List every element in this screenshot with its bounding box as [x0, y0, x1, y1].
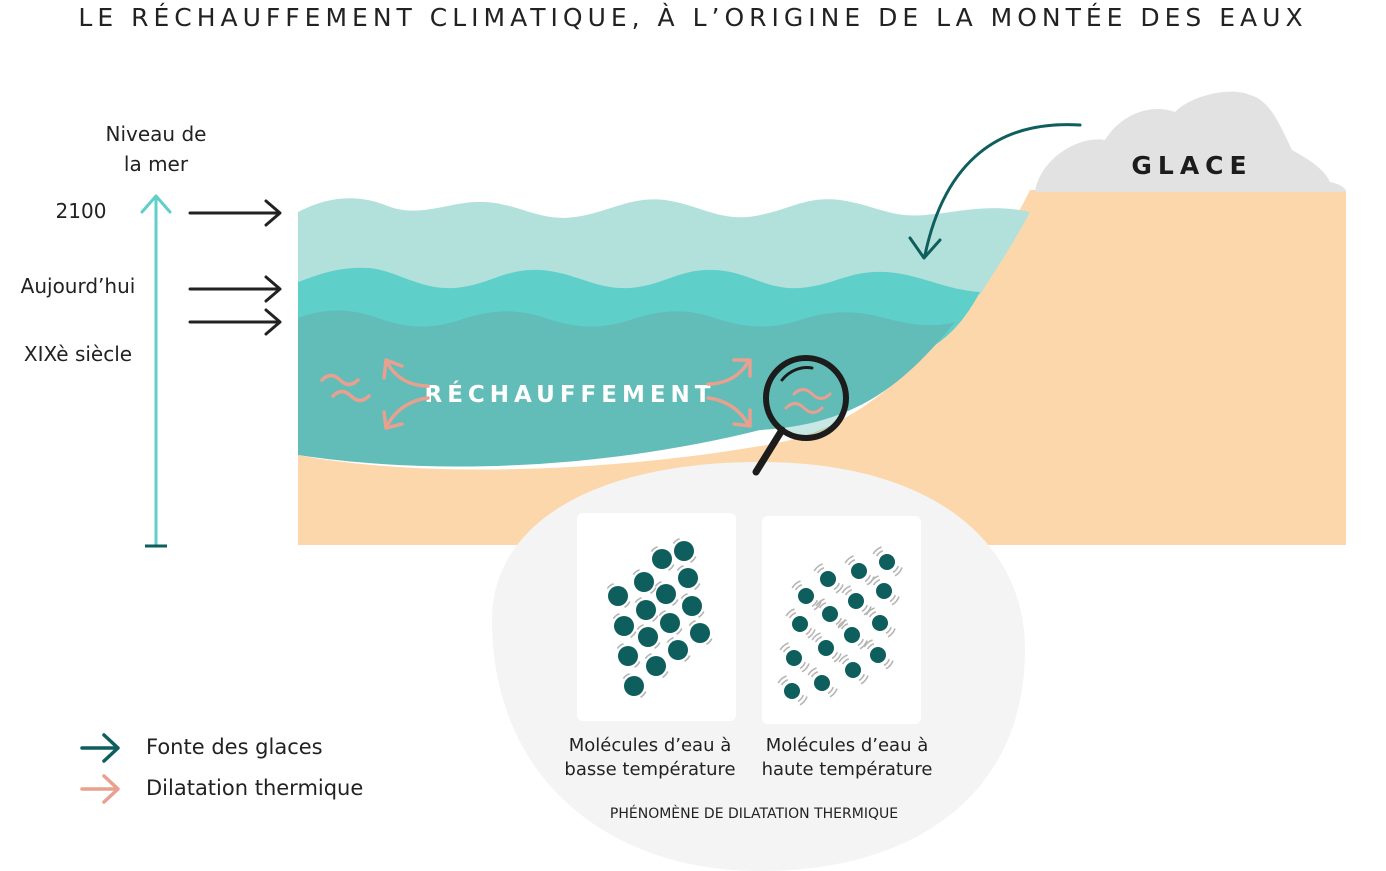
level-2100-label: 2100: [56, 199, 107, 223]
sea-layers: [298, 198, 1030, 467]
salmon-arrow-icon: [706, 396, 752, 428]
wave-symbol-icon: [320, 373, 371, 403]
sea-level-axis: [140, 194, 172, 548]
salmon-arrow-icon: [382, 396, 430, 430]
hot-molecules: [777, 546, 903, 706]
water-molecule: [666, 637, 691, 662]
arrow-right-icon: [188, 199, 282, 227]
axis-label-line1: Niveau de: [106, 122, 207, 146]
water-molecule: [606, 583, 631, 608]
water-molecule: [622, 673, 647, 698]
diagram-title: LE RÉCHAUFFEMENT CLIMATIQUE, À L’ORIGINE…: [78, 3, 1307, 32]
water-molecule: [838, 654, 869, 685]
water-molecule: [654, 581, 679, 606]
thermal-expansion-arrows: [320, 358, 752, 430]
magnifier-icon: [752, 355, 849, 476]
water-molecule: [636, 624, 661, 649]
ice-label: GLACE: [1131, 151, 1252, 180]
water-molecule: [777, 675, 808, 706]
sand-coast: [298, 190, 1346, 545]
water-molecule: [688, 620, 713, 645]
water-molecule: [872, 546, 903, 577]
inset-caption: PHÉNOMÈNE DE DILATATION THERMIQUE: [610, 805, 898, 822]
water-molecule: [672, 538, 697, 563]
wave-symbol-icon: [784, 388, 832, 414]
arrow-right-icon: [188, 275, 282, 303]
sea-level-2100: [298, 198, 1030, 300]
water-molecule: [865, 607, 896, 638]
water-molecule: [644, 653, 669, 678]
ice-cap: [1035, 91, 1346, 192]
molecule-panel-hot: [762, 516, 921, 724]
sea-level-19th: [298, 310, 955, 467]
water-molecule: [634, 597, 659, 622]
water-molecule: [807, 667, 838, 698]
dark-teal-arrow-icon: [908, 123, 1082, 260]
cold-panel-caption-line1: Molécules d’eau à: [569, 735, 732, 756]
water-molecule: [680, 593, 705, 618]
water-molecule: [844, 555, 875, 586]
water-molecule: [632, 569, 657, 594]
hot-panel-caption-line2: haute température: [762, 759, 933, 780]
level-today-label: Aujourd’hui: [21, 274, 136, 298]
hot-panel-caption-line1: Molécules d’eau à: [766, 735, 929, 756]
water-molecule: [676, 565, 701, 590]
level-19th-label: XIXè siècle: [24, 342, 132, 366]
warming-label: RÉCHAUFFEMENT: [425, 380, 716, 408]
cold-molecules: [606, 538, 713, 698]
water-molecule: [863, 639, 894, 670]
water-molecule: [785, 608, 816, 639]
water-molecule: [813, 563, 844, 594]
water-molecule: [612, 613, 637, 638]
level-pointer-arrows: [188, 199, 282, 336]
dark-teal-arrow-icon: [80, 733, 120, 763]
land-area: [298, 190, 1346, 545]
salmon-arrow-icon: [80, 774, 120, 804]
water-molecule: [779, 642, 810, 673]
water-molecule: [650, 546, 675, 571]
axis-label-line2: la mer: [124, 152, 189, 176]
legend-ice-melt-label: Fonte des glaces: [146, 735, 323, 759]
cold-panel-caption-line2: basse température: [564, 759, 735, 780]
arrow-right-icon: [188, 308, 282, 336]
water-molecule: [616, 643, 641, 668]
water-molecule: [837, 619, 868, 650]
water-molecule: [869, 575, 900, 606]
legend: Fonte des glaces Dilatation thermique: [80, 733, 363, 804]
water-molecule: [811, 632, 842, 663]
salmon-arrow-icon: [382, 358, 430, 388]
salmon-arrow-icon: [706, 358, 752, 386]
water-molecule: [815, 598, 846, 629]
water-molecule: [791, 580, 822, 611]
legend-thermal-label: Dilatation thermique: [146, 776, 363, 800]
water-molecule: [658, 610, 683, 635]
